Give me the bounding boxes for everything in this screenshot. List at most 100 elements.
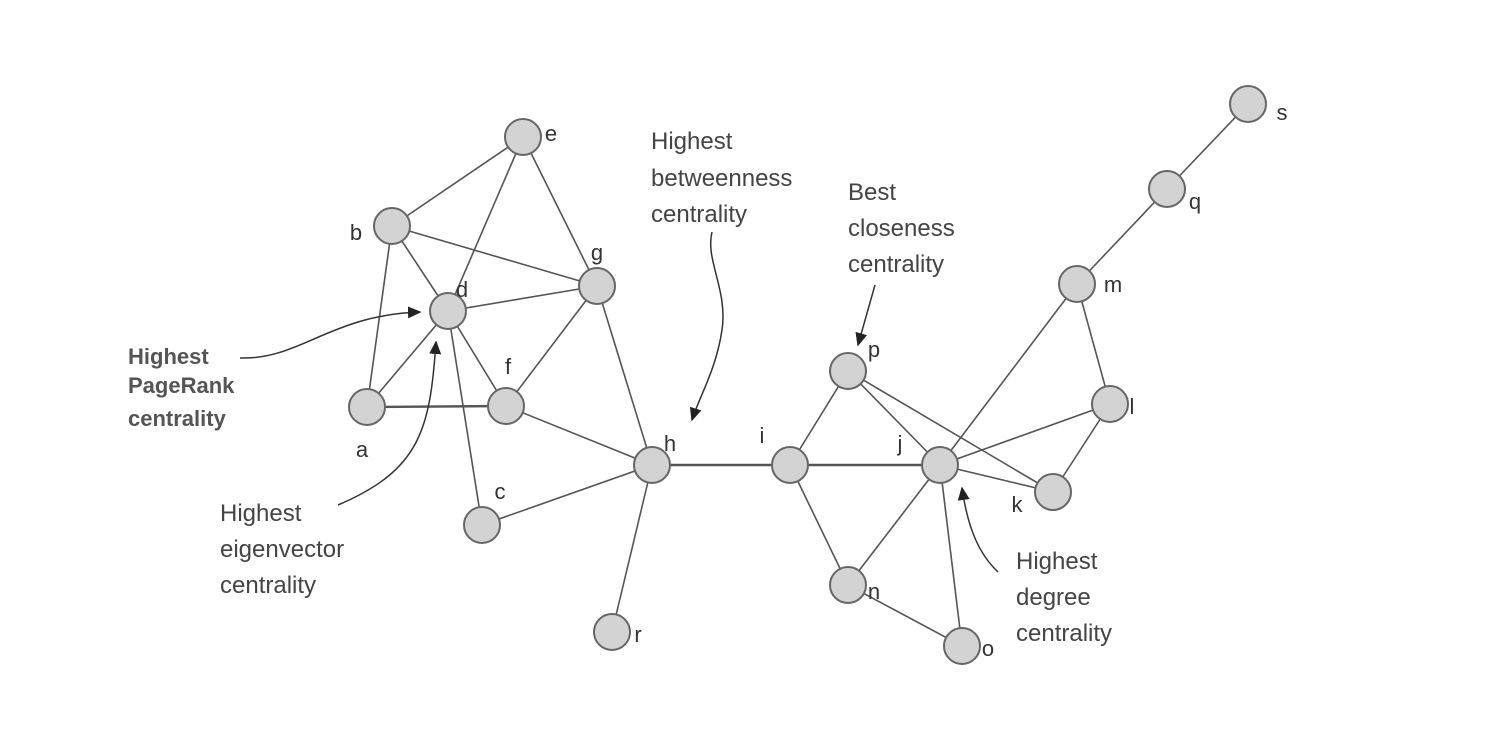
node-circle [593, 613, 631, 651]
edge-q-s [1166, 103, 1249, 190]
node-q: q [1148, 170, 1201, 214]
node-circle [504, 118, 542, 156]
edge-e-d [447, 136, 524, 312]
node-l: l [1091, 385, 1135, 423]
node-circle [1091, 385, 1129, 423]
node-label: i [760, 423, 765, 448]
node-label: r [634, 622, 641, 647]
node-label: h [664, 431, 676, 456]
edge-n-o [847, 584, 963, 647]
node-label: d [456, 277, 468, 302]
edge-j-n [847, 464, 941, 586]
edge-p-k [847, 370, 1054, 493]
node-c: c [463, 479, 506, 544]
pagerank-line-1: Highest [128, 344, 209, 369]
degree-annotation: Highest degree centrality [1016, 548, 1112, 647]
edge-e-b [391, 136, 524, 227]
edge-j-l [939, 403, 1111, 466]
edge-f-h [505, 405, 653, 466]
node-circle [487, 387, 525, 425]
eigenvector-arrow [337, 340, 442, 506]
edge-d-g [447, 285, 598, 312]
node-circle [771, 446, 809, 484]
pagerank-line-2: PageRank [128, 373, 235, 398]
closeness-line-1: Best [848, 179, 896, 206]
degree-line-2: degree [1016, 584, 1091, 611]
pagerank-arrow [239, 306, 422, 359]
nodes: a b c d e f g h i j k l m n o p q r s [348, 85, 1288, 665]
edge-i-n [789, 464, 849, 586]
node-circle [1058, 265, 1096, 303]
degree-line-1: Highest [1016, 548, 1098, 575]
node-label: a [356, 437, 369, 462]
edge-m-l [1076, 283, 1111, 405]
node-d: d [429, 277, 468, 330]
node-circle [373, 207, 411, 245]
degree-arrow [957, 486, 999, 573]
edge-d-c [447, 310, 483, 526]
node-e: e [504, 118, 557, 156]
edge-j-k [939, 464, 1054, 493]
edges [366, 103, 1249, 647]
eigenvector-annotation: Highest eigenvector centrality [220, 500, 344, 599]
edge-e-g [522, 136, 598, 287]
closeness-arrow [855, 284, 876, 347]
node-label: j [897, 431, 903, 456]
node-circle [943, 627, 981, 665]
pagerank-annotation: Highest PageRank centrality [128, 344, 235, 431]
node-f: f [487, 354, 525, 425]
node-label: s [1277, 100, 1288, 125]
node-i: i [760, 423, 809, 484]
betweenness-arrow [689, 231, 724, 422]
edge-j-o [939, 464, 963, 647]
node-label: g [591, 240, 603, 265]
node-a: a [348, 388, 386, 462]
eigenvector-line-2: eigenvector [220, 536, 344, 563]
edge-m-q [1076, 188, 1168, 285]
edge-p-j [847, 370, 941, 466]
node-circle [578, 267, 616, 305]
node-label: o [982, 636, 994, 661]
node-circle [429, 292, 467, 330]
node-circle [463, 506, 501, 544]
node-label: l [1130, 394, 1135, 419]
eigenvector-line-1: Highest [220, 500, 302, 527]
node-s: s [1229, 85, 1288, 125]
node-h: h [633, 431, 676, 484]
node-circle [1148, 170, 1186, 208]
edge-h-r [611, 464, 653, 633]
node-label: q [1189, 189, 1201, 214]
closeness-line-2: closeness [848, 215, 955, 242]
node-circle [921, 446, 959, 484]
node-circle [829, 352, 867, 390]
closeness-annotation: Best closeness centrality [848, 179, 955, 278]
betweenness-line-3: centrality [651, 201, 747, 228]
node-g: g [578, 240, 616, 305]
node-label: c [495, 479, 506, 504]
node-o: o [943, 627, 994, 665]
node-b: b [350, 207, 411, 245]
edge-a-f [366, 404, 507, 409]
betweenness-line-1: Highest [651, 128, 733, 155]
pagerank-line-3: centrality [128, 406, 227, 431]
closeness-line-3: centrality [848, 251, 944, 278]
edge-d-a [366, 310, 449, 408]
node-n: n [829, 566, 880, 604]
node-label: f [505, 354, 512, 379]
node-m: m [1058, 265, 1122, 303]
node-label: m [1104, 272, 1122, 297]
node-circle [1229, 85, 1267, 123]
degree-line-3: centrality [1016, 620, 1112, 647]
node-circle [1034, 473, 1072, 511]
node-label: p [868, 337, 880, 362]
edge-f-g [505, 285, 598, 407]
node-label: k [1012, 492, 1024, 517]
node-label: b [350, 220, 362, 245]
eigenvector-line-3: centrality [220, 572, 316, 599]
node-j: j [897, 431, 959, 484]
edge-j-m [939, 283, 1078, 466]
node-circle [348, 388, 386, 426]
node-label: n [868, 579, 880, 604]
edge-b-g [391, 225, 598, 287]
